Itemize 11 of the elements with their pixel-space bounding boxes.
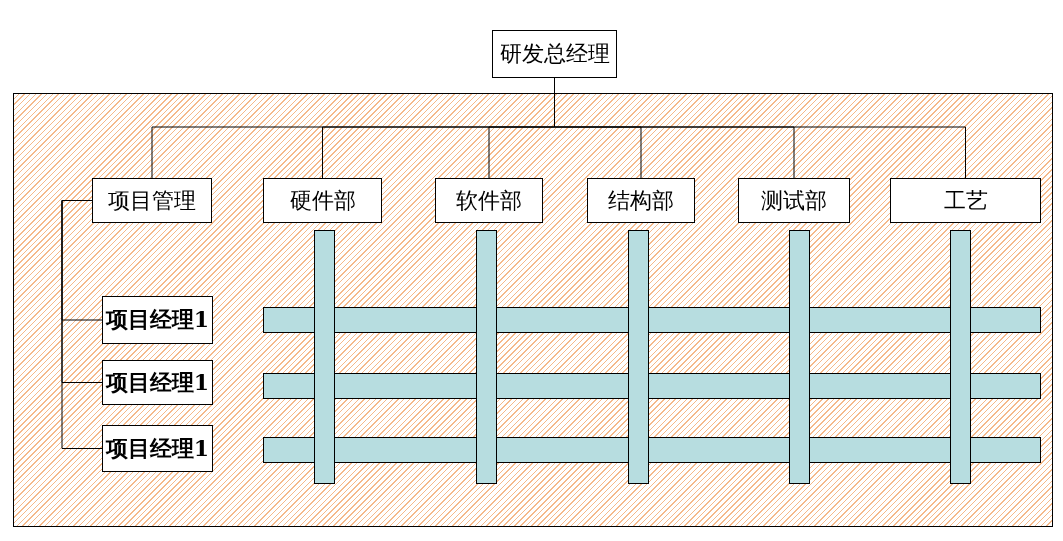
org-box: 项目经理1 xyxy=(102,296,213,344)
org-box: 项目管理 xyxy=(92,178,212,223)
org-box: 项目经理1 xyxy=(102,360,213,405)
org-box: 工艺 xyxy=(890,178,1041,223)
org-box: 项目经理1 xyxy=(102,425,213,472)
org-box: 测试部 xyxy=(738,178,850,223)
org-box: 研发总经理 xyxy=(492,30,617,78)
org-box: 软件部 xyxy=(435,178,543,223)
org-box: 硬件部 xyxy=(263,178,382,223)
connector-line xyxy=(61,200,103,449)
org-box: 结构部 xyxy=(587,178,695,223)
